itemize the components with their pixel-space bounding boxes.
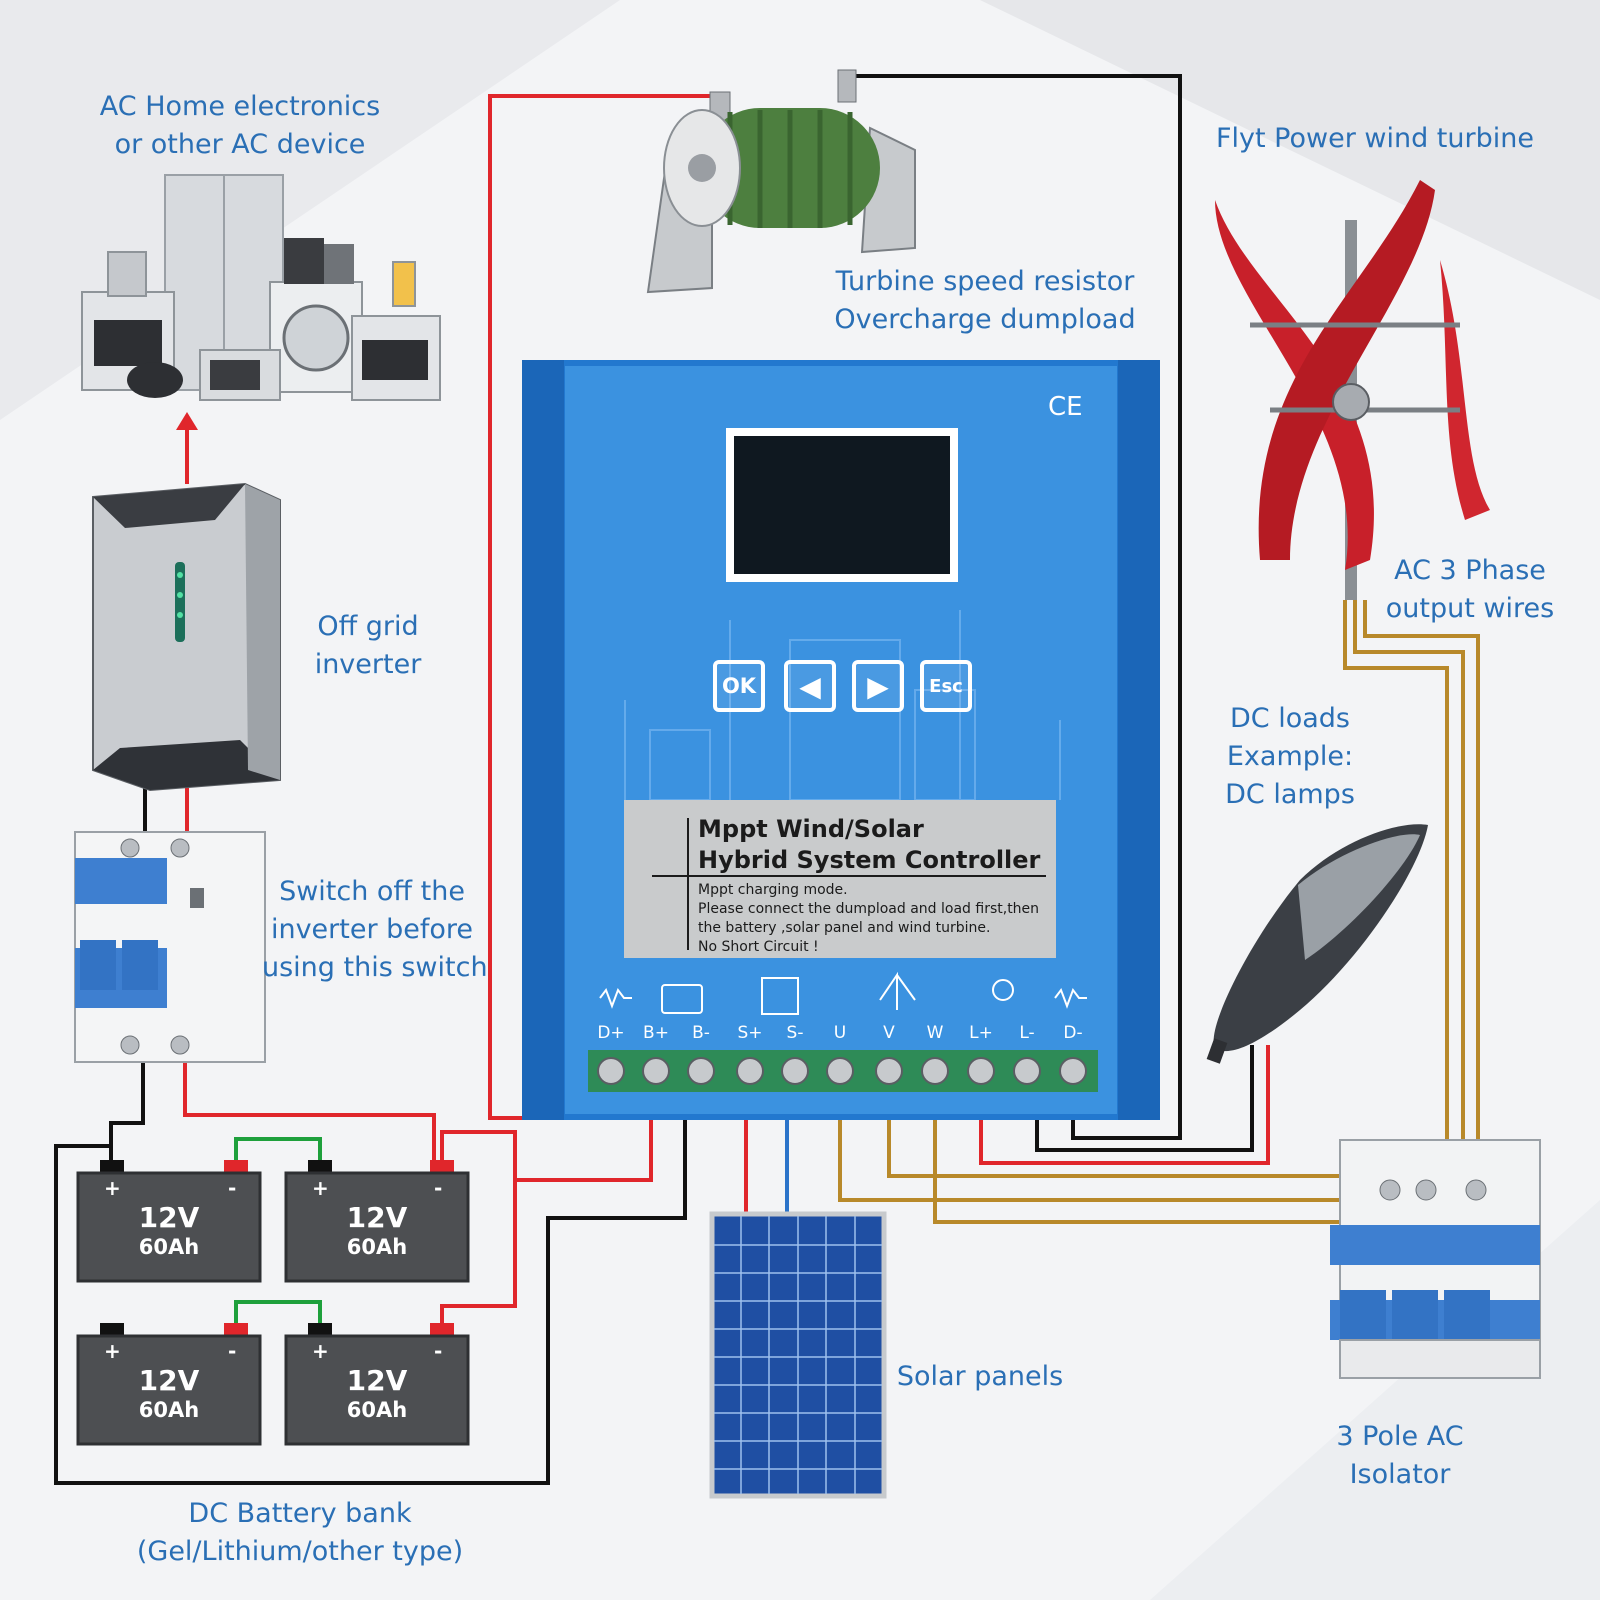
battery-2-voltage: 12V [346, 1201, 408, 1234]
controller-notice-1: Mppt charging mode. [698, 882, 848, 898]
terminal-v: V [883, 1023, 895, 1043]
appliances-image [81, 174, 441, 401]
battery-4-plus: + [312, 1339, 329, 1363]
terminal-l-minus: L- [1019, 1023, 1035, 1043]
left-button[interactable]: ◀ [784, 660, 836, 712]
battery-4-label: 12V 60Ah [287, 1365, 467, 1423]
battery-3-capacity: 60Ah [138, 1398, 200, 1422]
bank-positive-to-b-plus [440, 1090, 653, 1323]
controller-title-line2: Hybrid System Controller [698, 846, 1041, 874]
battery-4 [284, 1323, 470, 1446]
label-ac-home: AC Home electronics or other AC device [99, 91, 381, 160]
battery-1 [76, 1160, 262, 1283]
two-pole-breaker-image [74, 831, 266, 1063]
battery-3-minus: - [228, 1339, 237, 1363]
label-dumpload: Turbine speed resistor Overcharge dumplo… [834, 266, 1136, 335]
terminal-l-plus: L+ [969, 1023, 993, 1043]
label-ac-phase: AC 3 Phase output wires [1385, 555, 1555, 624]
terminal-s-plus: S+ [737, 1023, 763, 1043]
label-dc-loads: DC loads Example: DC lamps [1225, 703, 1355, 810]
battery-link-top [234, 1137, 322, 1160]
terminal-d-minus: D- [1063, 1023, 1083, 1043]
battery-4-capacity: 60Ah [346, 1398, 408, 1422]
bank-positive-top [440, 1130, 517, 1180]
three-pole-isolator-image [1330, 1139, 1541, 1379]
controller-notice-2: Please connect the dumpload and load fir… [698, 901, 1040, 917]
battery-link-bottom [234, 1300, 322, 1323]
load-positive-wire [979, 1045, 1270, 1165]
battery-2 [284, 1160, 470, 1283]
turbine-wire-1 [1343, 600, 1449, 1150]
controller-title-line1: Mppt Wind/Solar [698, 815, 924, 843]
wind-turbine-image [1215, 180, 1490, 600]
terminal-u: U [833, 1023, 847, 1043]
battery-2-label: 12V 60Ah [287, 1202, 467, 1260]
controller-notice-3: the battery ,solar panel and wind turbin… [698, 920, 991, 936]
ac-wire-w [933, 1090, 1370, 1224]
battery-4-voltage: 12V [346, 1364, 408, 1397]
battery-2-capacity: 60Ah [346, 1235, 408, 1259]
terminal-d-plus: D+ [597, 1023, 625, 1043]
battery-1-capacity: 60Ah [138, 1235, 200, 1259]
label-inverter: Off grid inverter [314, 611, 422, 680]
battery-3-voltage: 12V [138, 1364, 200, 1397]
battery-bank-image [76, 1160, 470, 1446]
solar-panel-image [709, 1211, 887, 1499]
battery-1-label: 12V 60Ah [79, 1202, 259, 1260]
battery-1-voltage: 12V [138, 1201, 200, 1234]
label-solar: Solar panels [896, 1361, 1064, 1392]
battery-3 [76, 1323, 262, 1446]
terminal-s-minus: S- [786, 1023, 804, 1043]
battery-2-plus: + [312, 1176, 329, 1200]
right-button[interactable]: ▶ [852, 660, 904, 712]
controller-image [522, 360, 1160, 1120]
bank-negative-loop [54, 1090, 687, 1485]
ok-button[interactable]: OK [713, 660, 765, 712]
battery-1-minus: - [228, 1176, 237, 1200]
label-wind-turbine: Flyt Power wind turbine [1216, 123, 1534, 154]
ce-mark: CE [1048, 392, 1083, 422]
ac-wire-u [838, 1090, 1370, 1202]
battery-1-plus: + [104, 1176, 121, 1200]
battery-3-label: 12V 60Ah [79, 1365, 259, 1423]
label-switch-note: Switch off the inverter before using thi… [262, 876, 488, 983]
battery-2-minus: - [434, 1176, 443, 1200]
dumpload-resistor-image [646, 69, 916, 294]
terminal-w: W [926, 1023, 944, 1043]
esc-button[interactable]: Esc [920, 660, 972, 712]
battery-4-minus: - [434, 1339, 443, 1363]
inverter-image [92, 482, 281, 792]
controller-notice-4: No Short Circuit ! [698, 939, 819, 955]
terminal-b-minus: B- [692, 1023, 710, 1043]
dc-lamp-image [1206, 824, 1428, 1064]
turbine-wire-3 [1363, 600, 1480, 1150]
breaker-battery-red [183, 1062, 436, 1160]
wires [54, 74, 1480, 1485]
label-isolator: 3 Pole AC Isolator [1336, 1421, 1464, 1490]
breaker-battery-black [109, 1062, 145, 1160]
label-battery-bank: DC Battery bank (Gel/Lithium/other type) [136, 1498, 464, 1567]
turbine-wire-2 [1353, 600, 1465, 1150]
terminal-b-plus: B+ [643, 1023, 669, 1043]
up-arrow-icon [176, 412, 198, 430]
battery-3-plus: + [104, 1339, 121, 1363]
